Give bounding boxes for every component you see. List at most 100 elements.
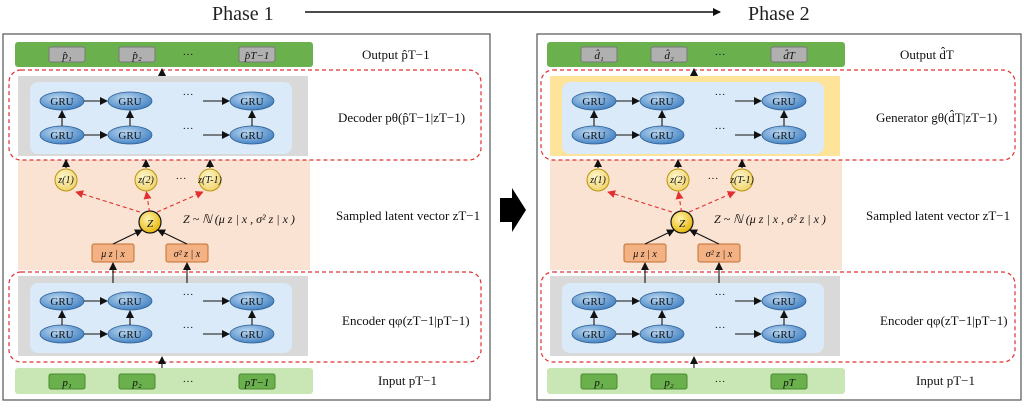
right-input-box (770, 373, 808, 390)
right-z-latent-node (670, 210, 694, 234)
left-input-ellipsis: ··· (183, 376, 194, 388)
left-input-label-1: p₂ (131, 377, 142, 389)
left-output-label-0: p̂₁ (61, 50, 72, 62)
right-mu-label: μ z | x (632, 249, 657, 260)
gru-cell-label: GRU (650, 96, 673, 108)
left-output-ellipsis: ··· (183, 49, 194, 61)
right-output-ellipsis: ··· (715, 49, 726, 61)
right-output-label-0: d̂₁ (594, 49, 604, 62)
gru-cell-label: GRU (772, 130, 795, 142)
gru-cell-label: GRU (118, 329, 141, 341)
latent-z-node-label: z(T-1) (729, 175, 754, 186)
left-output-box (118, 46, 156, 63)
latent-z-node-label: z(1) (589, 175, 606, 186)
left-z-ellipsis: ··· (176, 173, 187, 185)
right-input-label-2: pT (782, 377, 796, 389)
right-output-box (650, 46, 688, 63)
z-sample-arrow (143, 191, 152, 213)
left-output-box (48, 46, 86, 63)
gru-ellipsis: ··· (715, 123, 726, 135)
right-sigma-label: σ² z | x (706, 249, 733, 260)
mu-to-z-arrow (644, 229, 675, 245)
latent-z-node (666, 168, 690, 192)
gru-cell-label: GRU (118, 296, 141, 308)
left-z-latent-node (138, 210, 162, 234)
left-output-label: Output p̂T−1 (362, 47, 430, 62)
gru-cell-label: GRU (50, 329, 73, 341)
gru-ellipsis: ··· (183, 289, 194, 301)
phase-1-label: Phase 1 (212, 3, 274, 25)
left-latent-label: Sampled latent vector zT−1 (336, 208, 480, 223)
right-dist-formula: Z ~ ℕ (μ z | x , σ² z | x ) (714, 212, 826, 226)
right-z-ellipsis: ··· (708, 173, 719, 185)
latent-z-node-label: z(T-1) (197, 175, 222, 186)
gru-ellipsis: ··· (183, 89, 194, 101)
right-output-box (580, 46, 618, 63)
left-decoder-dashed (8, 69, 482, 161)
right-z-latent-label: Z (679, 218, 686, 230)
left-dist-formula: Z ~ ℕ (μ z | x , σ² z | x ) (183, 212, 295, 226)
gru-cell-label: GRU (772, 296, 795, 308)
right-input-box (650, 373, 688, 390)
left-z-latent-label: Z (147, 218, 154, 230)
right-output-label-1: d̂₂ (664, 49, 674, 62)
gru-ellipsis: ··· (715, 322, 726, 334)
gru-cell-label: GRU (240, 130, 263, 142)
left-output-label-1: p̂₂ (131, 50, 142, 62)
right-output-box (770, 46, 808, 63)
gru-cell-label: GRU (50, 296, 73, 308)
gru-cell-label: GRU (50, 130, 73, 142)
right-output-label-2: d̂T (783, 49, 796, 62)
z-sample-arrow (688, 191, 736, 213)
left-output-box (238, 46, 276, 63)
right-input-label: Input pT−1 (916, 373, 975, 388)
diagram-content: p̂₁ p̂₂ p̂T−1 ··· p₁ p₂ pT−1 ··· GRU GRU GRU ··· GRU… (39, 46, 808, 390)
right-input-ellipsis: ··· (715, 376, 726, 388)
right-output-label: Output d̂T (900, 47, 954, 62)
right-input-label-1: p₂ (663, 377, 674, 389)
latent-z-node (730, 168, 754, 192)
latent-z-node (586, 168, 610, 192)
gru-ellipsis: ··· (715, 289, 726, 301)
gru-cell-label: GRU (240, 296, 263, 308)
z-sample-arrow (156, 191, 204, 213)
gru-cell-label: GRU (582, 96, 605, 108)
gru-cell-label: GRU (772, 96, 795, 108)
left-input-label-2: pT−1 (244, 377, 270, 389)
sigma-to-z-arrow (689, 229, 720, 245)
gru-cell-label: GRU (240, 329, 263, 341)
latent-z-node-label: z(2) (669, 175, 686, 186)
right-generator-dashed (540, 69, 1016, 161)
gru-cell-label: GRU (650, 130, 673, 142)
right-generator-label: Generator gθ(d̂T|zT−1) (876, 110, 997, 125)
left-encoder-label: Encoder qφ(zT−1|pT−1) (342, 313, 470, 328)
left-decoder-label: Decoder pθ(p̂T−1|zT−1) (338, 110, 465, 125)
left-output-label-2: p̂T−1 (244, 50, 270, 62)
right-latent-label: Sampled latent vector zT−1 (866, 208, 1010, 223)
phase-2-label: Phase 2 (748, 3, 810, 25)
z-sample-arrow (675, 191, 684, 213)
gru-cell-label: GRU (582, 130, 605, 142)
right-input-box (580, 373, 618, 390)
right-output-bar (547, 42, 845, 67)
gru-cell-label: GRU (582, 329, 605, 341)
gru-cell-label: GRU (240, 96, 263, 108)
left-output-bar (15, 42, 313, 67)
left-input-bar (15, 368, 313, 394)
gru-cell-label: GRU (650, 296, 673, 308)
gru-cell-label: GRU (50, 96, 73, 108)
transition-arrow-icon (500, 188, 526, 232)
latent-z-node (134, 168, 158, 192)
gru-ellipsis: ··· (715, 89, 726, 101)
right-encoder-label: Encoder qφ(zT−1|pT−1) (880, 313, 1008, 328)
right-encoder-dashed (540, 271, 1016, 363)
left-input-label: Input pT−1 (378, 373, 437, 388)
gru-ellipsis: ··· (183, 322, 194, 334)
latent-z-node (198, 168, 222, 192)
mu-to-z-arrow (112, 229, 143, 245)
sigma-to-z-arrow (157, 229, 188, 245)
left-input-box (48, 373, 86, 390)
left-mu-label: μ z | x (100, 249, 125, 260)
right-input-label-0: p₁ (593, 377, 604, 389)
